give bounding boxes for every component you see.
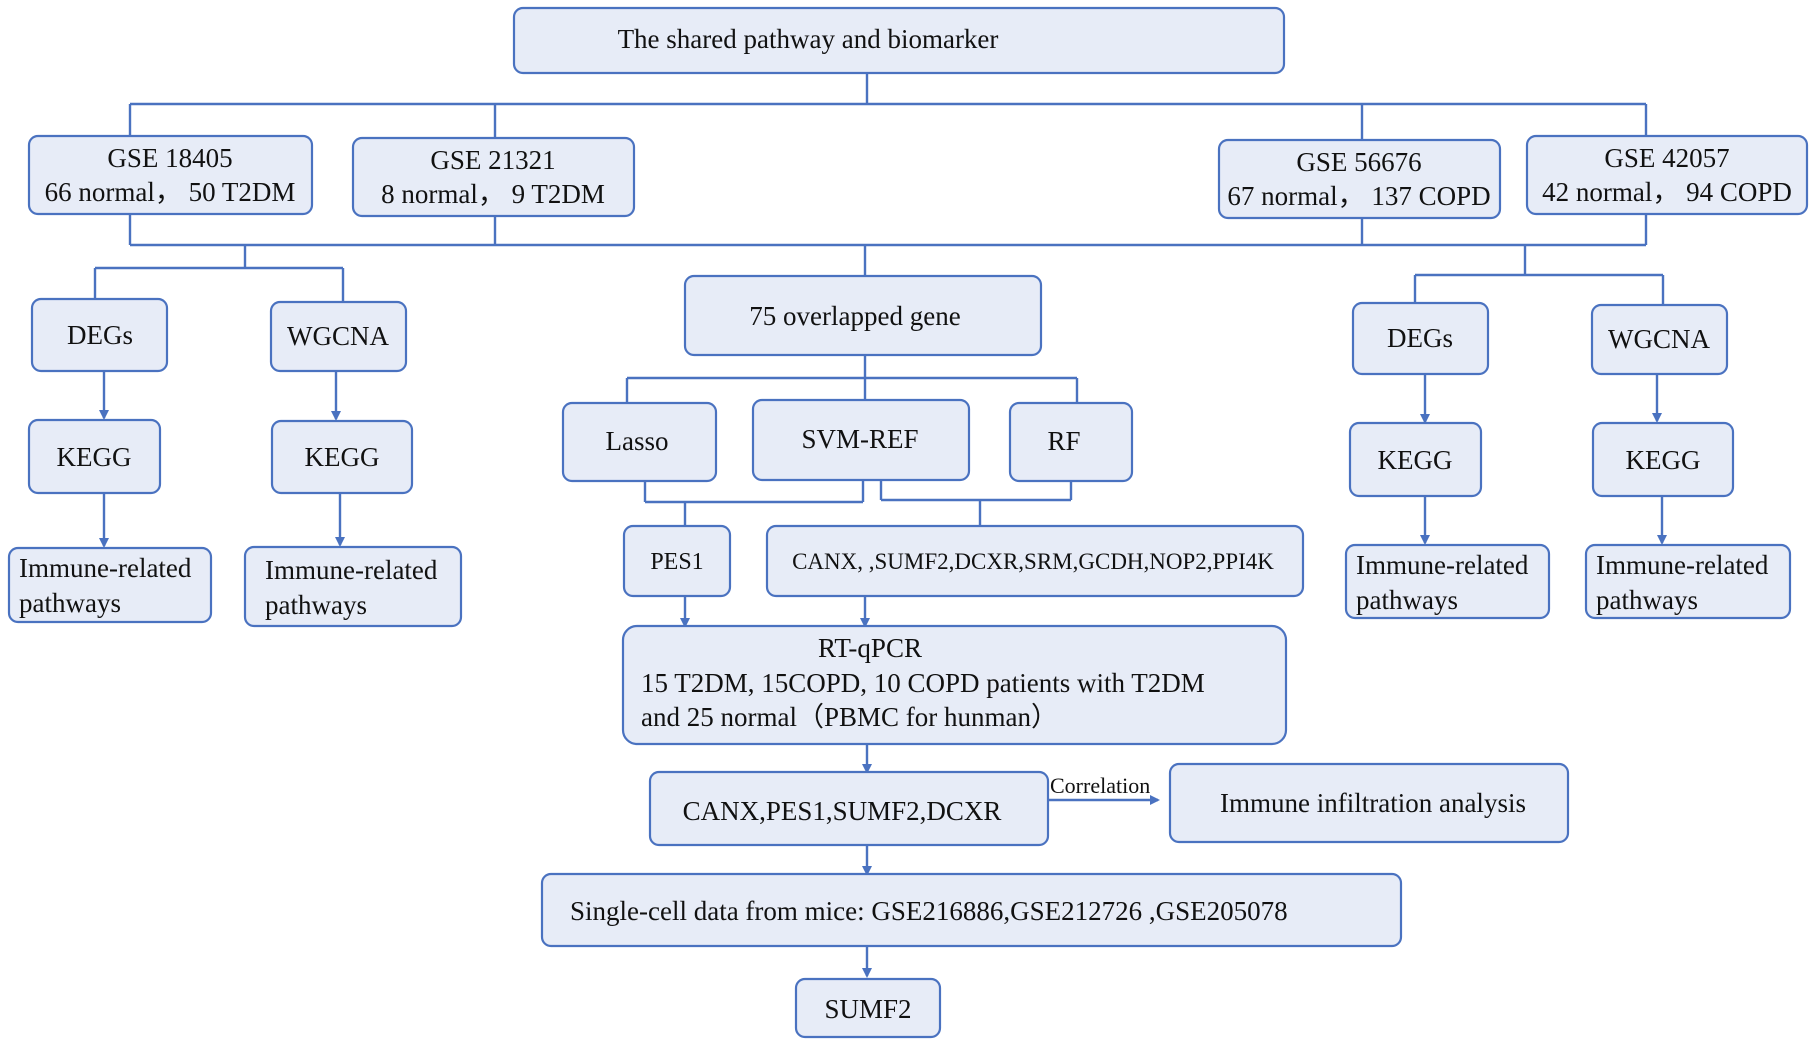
right-kegg-box-1: KEGG — [1348, 421, 1483, 498]
right-wgcna-label: WGCNA — [1608, 324, 1710, 354]
rf-label: RF — [1047, 426, 1080, 456]
kegg-label: KEGG — [57, 442, 132, 472]
dataset-id: GSE 42057 — [1604, 143, 1729, 173]
rf-box: RF — [1008, 401, 1134, 483]
immune-label-line1: Immune-related — [19, 553, 192, 583]
right-degs-label: DEGs — [1387, 323, 1453, 353]
kegg-label: KEGG — [1626, 445, 1701, 475]
pes1-label: PES1 — [650, 549, 703, 575]
left-degs-box: DEGs — [30, 297, 169, 373]
single-cell-box: Single-cell data from mice: GSE216886,GS… — [540, 872, 1403, 948]
dataset-gse42057-box: GSE 42057 42 normal， 94 COPD — [1525, 134, 1809, 216]
immune-label-line1: Immune-related — [1356, 550, 1529, 580]
sumf2-box: SUMF2 — [794, 977, 942, 1039]
connectors — [93, 73, 1665, 526]
dataset-gse21321-box: GSE 21321 8 normal， 9 T2DM — [351, 136, 636, 218]
left-immune-box-2: Immune-related pathways — [243, 545, 463, 628]
rtqpcr-box: RT-qPCR 15 T2DM, 15COPD, 10 COPD patient… — [621, 624, 1288, 746]
dataset-samples: 42 normal， 94 COPD — [1542, 177, 1792, 207]
dataset-id: GSE 56676 — [1296, 147, 1421, 177]
dataset-samples: 67 normal， 137 COPD — [1227, 181, 1490, 211]
validated-genes-box: CANX,PES1,SUMF2,DCXR — [648, 770, 1050, 847]
dataset-samples: 66 normal， 50 T2DM — [45, 177, 296, 207]
single-cell-label: Single-cell data from mice: GSE216886,GS… — [570, 896, 1288, 926]
right-immune-box-1: Immune-related pathways — [1344, 543, 1551, 620]
rtqpcr-title: RT-qPCR — [818, 633, 922, 663]
right-degs-box: DEGs — [1351, 301, 1490, 376]
immune-label-line2: pathways — [1356, 585, 1458, 615]
kegg-label: KEGG — [1378, 445, 1453, 475]
title-box: The shared pathway and biomarker — [512, 6, 1286, 75]
arrows — [99, 371, 1667, 978]
dataset-gse56676-box: GSE 56676 67 normal， 137 COPD — [1217, 138, 1502, 220]
immune-label-line1: Immune-related — [265, 555, 438, 585]
dataset-gse18405-box: GSE 18405 66 normal， 50 T2DM — [27, 134, 314, 216]
left-kegg-box-1: KEGG — [27, 418, 162, 495]
left-wgcna-box: WGCNA — [269, 300, 408, 373]
gene-set-box: CANX, ,SUMF2,DCXR,SRM,GCDH,NOP2,PPI4K — [765, 524, 1305, 598]
lasso-box: Lasso — [561, 401, 718, 483]
left-wgcna-label: WGCNA — [287, 321, 389, 351]
kegg-label: KEGG — [305, 442, 380, 472]
immune-label-line2: pathways — [19, 588, 121, 618]
svm-ref-box: SVM-REF — [751, 398, 971, 482]
lasso-label: Lasso — [606, 426, 669, 456]
immune-label-line1: Immune-related — [1596, 550, 1769, 580]
left-kegg-box-2: KEGG — [270, 419, 414, 495]
right-immune-box-2: Immune-related pathways — [1584, 543, 1792, 620]
gene-set-label: CANX, ,SUMF2,DCXR,SRM,GCDH,NOP2,PPI4K — [792, 549, 1274, 574]
immune-label-line2: pathways — [1596, 585, 1698, 615]
left-degs-label: DEGs — [67, 320, 133, 350]
dataset-samples: 8 normal， 9 T2DM — [381, 179, 605, 209]
correlation-label: Correlation — [1050, 773, 1150, 798]
title-text: The shared pathway and biomarker — [618, 24, 999, 54]
overlap-gene-label: 75 overlapped gene — [749, 301, 960, 331]
right-wgcna-box: WGCNA — [1590, 303, 1729, 376]
rtqpcr-line1: 15 T2DM, 15COPD, 10 COPD patients with T… — [641, 668, 1205, 698]
immune-infiltration-box: Immune infiltration analysis — [1168, 762, 1570, 844]
dataset-id: GSE 18405 — [107, 143, 232, 173]
validated-genes-label: CANX,PES1,SUMF2,DCXR — [683, 796, 1002, 826]
overlap-gene-box: 75 overlapped gene — [683, 274, 1043, 357]
pes1-box: PES1 — [622, 524, 732, 598]
dataset-id: GSE 21321 — [430, 145, 555, 175]
svm-ref-label: SVM-REF — [801, 424, 918, 454]
rtqpcr-line2: and 25 normal（PBMC for hunman） — [641, 702, 1058, 732]
immune-label-line2: pathways — [265, 590, 367, 620]
right-kegg-box-2: KEGG — [1591, 421, 1735, 498]
left-immune-box-1: Immune-related pathways — [7, 546, 213, 624]
immune-infiltration-label: Immune infiltration analysis — [1220, 788, 1526, 818]
sumf2-label: SUMF2 — [824, 994, 911, 1024]
